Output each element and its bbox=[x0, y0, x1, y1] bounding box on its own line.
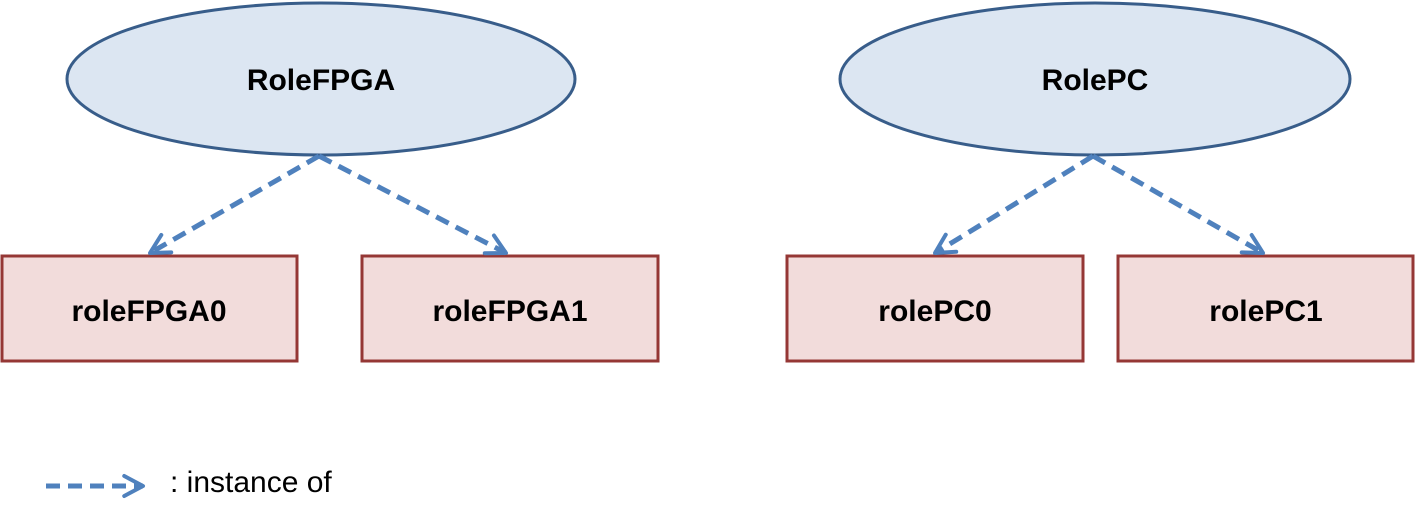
instance-node-rolepc1: rolePC1 bbox=[1116, 254, 1415, 363]
arrow-rolefpga-to-rolefpga0 bbox=[148, 153, 321, 256]
instance-label: rolePC1 bbox=[1209, 295, 1322, 328]
instance-node-rolefpga1: roleFPGA1 bbox=[360, 254, 660, 363]
legend-label: : instance of bbox=[170, 466, 332, 499]
instance-node-rolefpga0: roleFPGA0 bbox=[0, 254, 299, 363]
instance-label: rolePC0 bbox=[878, 295, 991, 328]
role-node-rolepc: RolePC bbox=[838, 1, 1352, 157]
role-label: RoleFPGA bbox=[247, 64, 395, 97]
legend: : instance of bbox=[46, 466, 332, 499]
instance-node-rolepc0: rolePC0 bbox=[785, 254, 1085, 363]
instance-of-arrows bbox=[148, 153, 1265, 256]
instance-label: roleFPGA1 bbox=[432, 295, 587, 328]
instance-box bbox=[360, 254, 660, 363]
role-label: RolePC bbox=[1042, 64, 1149, 97]
instance-box bbox=[1116, 254, 1415, 363]
role-node-rolefpga: RoleFPGA bbox=[65, 1, 577, 157]
instance-box bbox=[785, 254, 1085, 363]
instance-box bbox=[0, 254, 299, 363]
arrow-rolepc-to-rolepc0 bbox=[933, 153, 1095, 256]
instance-label: roleFPGA0 bbox=[71, 295, 226, 328]
arrow-rolepc-to-rolepc1 bbox=[1091, 153, 1265, 256]
arrow-rolefpga-to-rolefpga1 bbox=[317, 153, 508, 256]
